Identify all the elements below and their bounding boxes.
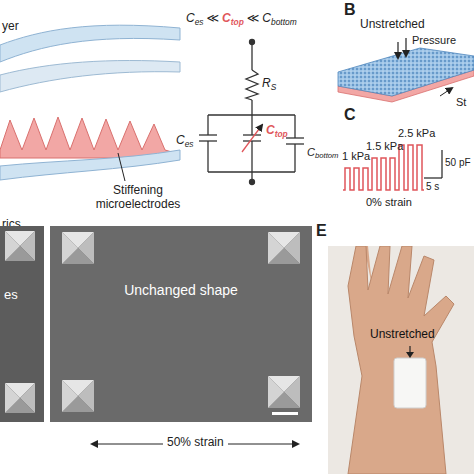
label-text: C bbox=[186, 11, 195, 25]
panel-text: Unchanged shape bbox=[50, 282, 312, 298]
label-text: Pressure bbox=[412, 34, 456, 46]
label-text: B bbox=[344, 1, 356, 18]
label-text: C bbox=[176, 133, 185, 147]
micrograph-panel: es bbox=[0, 226, 44, 422]
panel-letter: C bbox=[344, 106, 356, 124]
panel-text: es bbox=[4, 288, 18, 303]
scale-bar-label: 50 pF bbox=[445, 157, 471, 169]
cropped-label: yer bbox=[2, 20, 19, 34]
label-text: 1.5 kPa bbox=[366, 140, 403, 152]
capacitance-relation: Ces≪Ctop≪Cbottom bbox=[186, 12, 297, 26]
capacitor-label: Ces bbox=[176, 134, 194, 148]
label-text: 50% strain bbox=[167, 435, 224, 449]
photo-panel: Unstretched bbox=[328, 246, 474, 474]
label-text: C bbox=[266, 123, 275, 137]
equivalent-circuit bbox=[199, 40, 304, 185]
capacitor-label: Cbottom bbox=[307, 146, 338, 159]
label-text: C bbox=[222, 11, 231, 25]
label-text: R bbox=[262, 76, 271, 90]
panel-text: Unstretched bbox=[370, 328, 435, 342]
label-text: 5 s bbox=[426, 181, 439, 192]
resistor-label: RS bbox=[262, 77, 276, 91]
subscript: top bbox=[275, 129, 288, 139]
cropped-label: St bbox=[456, 96, 466, 109]
strain-value: 0% strain bbox=[366, 196, 412, 209]
panel-image bbox=[50, 226, 312, 422]
pressed-sensor bbox=[338, 38, 474, 102]
label-text: ≪ bbox=[247, 11, 260, 25]
label-text: ≪ bbox=[207, 11, 220, 25]
pressure-value: 2.5 kPa bbox=[398, 127, 435, 140]
sensor-layers bbox=[0, 25, 180, 181]
label-text: yer bbox=[2, 19, 19, 33]
subscript: es bbox=[195, 17, 204, 27]
label-text: E bbox=[316, 222, 327, 239]
label-text: 0% strain bbox=[366, 196, 412, 208]
subscript: es bbox=[185, 139, 194, 149]
subscript: top bbox=[231, 17, 244, 27]
label-text: 50 pF bbox=[445, 157, 471, 168]
panel-image bbox=[328, 246, 474, 474]
pressure-value: 1.5 kPa bbox=[366, 140, 403, 153]
subscript: bottom bbox=[271, 17, 297, 27]
panel-letter: E bbox=[316, 222, 327, 240]
label-text: C bbox=[307, 146, 315, 158]
part-label: Stiffening microelectrodes bbox=[86, 184, 190, 212]
subscript: bottom bbox=[315, 151, 339, 160]
strain-value: 50% strain bbox=[163, 436, 228, 450]
pressure-value: 1 kPa bbox=[342, 150, 370, 163]
panel-letter: B bbox=[344, 1, 356, 19]
label-text: 1 kPa bbox=[342, 150, 370, 162]
label-text: C bbox=[344, 106, 356, 123]
state-label: Unstretched bbox=[360, 18, 425, 32]
label-text: St bbox=[456, 96, 466, 108]
label-text: 2.5 kPa bbox=[398, 127, 435, 139]
label-text: Unstretched bbox=[360, 17, 425, 31]
micrograph-panel: Unchanged shape bbox=[50, 226, 312, 422]
capacitor-label: Ctop bbox=[266, 124, 288, 138]
force-label: Pressure bbox=[412, 34, 456, 47]
label-text: Stiffening microelectrodes bbox=[96, 183, 181, 211]
panel-image bbox=[0, 226, 44, 422]
subscript: S bbox=[271, 82, 277, 92]
scale-bar-label: 5 s bbox=[426, 181, 439, 193]
label-text: C bbox=[262, 11, 271, 25]
